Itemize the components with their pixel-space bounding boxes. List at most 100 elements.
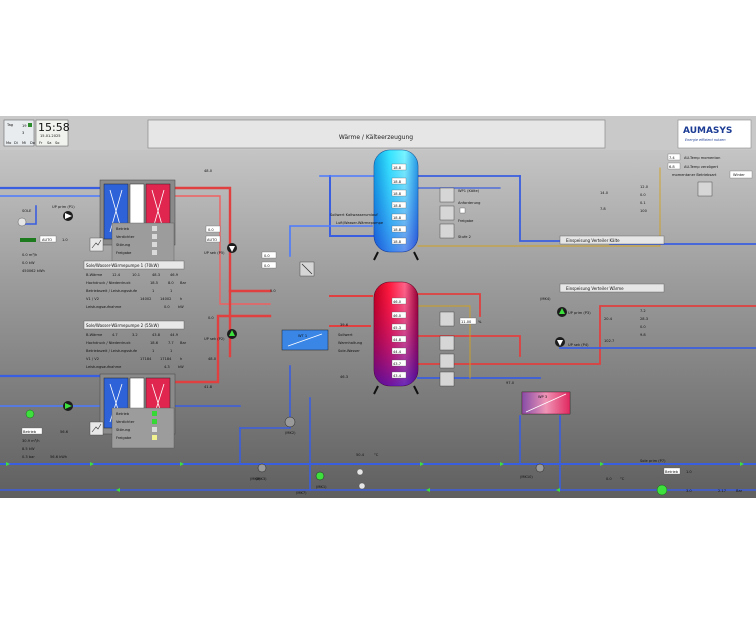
center-value: 0.0 xyxy=(264,264,270,268)
bottom-value: 50.4 xyxy=(356,453,365,457)
hp1-trend-button[interactable] xyxy=(89,237,104,252)
bottom-section: (MK10) 50.4 °C Sole prim (P7) Betrieb 1.… xyxy=(250,453,743,496)
mode-button[interactable] xyxy=(697,181,713,197)
right-section: 7.4 AU-Temp momentan 6.8 AU-Temp verzöge… xyxy=(506,153,753,415)
cold-tank[interactable] xyxy=(373,149,419,261)
checkbox-icon[interactable] xyxy=(459,207,466,214)
hot-temp: 45.3 xyxy=(393,326,401,330)
hp1-row-value: 14002 xyxy=(160,297,171,301)
hot-tank[interactable] xyxy=(373,281,419,395)
hp2-status-stoerung: Störung xyxy=(116,428,130,432)
pump-p1-label: UP prim (P1) xyxy=(52,205,75,209)
hot-tank-temps: 46.0 46.0 45.3 44.8 44.4 43.7 43.4 Sollw… xyxy=(338,283,665,387)
center-section: UP sek (P5) UP sek (P2) WT 1 (MK2) (MK3)… xyxy=(204,169,349,489)
hp1-title: Sole/Wasser-Wärmepumpe 1 (70kW) xyxy=(86,263,159,268)
center-value: 48.0 xyxy=(204,169,213,173)
cold-temp: 18.8 xyxy=(393,228,402,232)
energy-readout: 450062 kWh xyxy=(22,269,45,273)
flow-arrow-icon xyxy=(420,462,424,466)
mode-field[interactable] xyxy=(729,170,753,179)
hp1-row-label: V1 / V2 xyxy=(86,297,99,301)
weekday-strip: Mo Di Mi Do Fr Sa So xyxy=(6,141,59,145)
hot-control-button[interactable] xyxy=(439,335,455,351)
hp1-row-value: 0.0 xyxy=(164,305,170,309)
hx-diagonal xyxy=(287,333,323,347)
hp1-status-panel: Betrieb Verdichter Störung Freigabe xyxy=(89,222,175,264)
hp1-lamp-stoerung xyxy=(152,242,157,247)
hp2-status-panel: Betrieb Verdichter Störung Freigabe xyxy=(89,407,175,449)
logo-text: AUMASYS xyxy=(683,126,732,136)
weekday-label: Tag xyxy=(6,123,13,127)
bottom-value: 3.0 xyxy=(686,489,692,493)
cold-control-button[interactable] xyxy=(439,187,455,203)
right-readout: 7.8 xyxy=(600,207,606,211)
hot-side-unit: % xyxy=(478,320,482,324)
weather-value-2: 3 xyxy=(22,131,24,135)
pump-p2-icon[interactable] xyxy=(25,409,35,419)
hot-temp: 46.0 xyxy=(393,300,402,304)
center-value: 0.0 xyxy=(208,316,214,320)
cold-control-button[interactable] xyxy=(439,205,455,221)
clock-time: 15:58 xyxy=(38,121,70,134)
lower-readout: 8.5 kW xyxy=(22,447,35,451)
flow-arrow-icon xyxy=(740,462,744,466)
hp1-row-label: B-Wärme xyxy=(86,273,103,277)
valve-mk1[interactable] xyxy=(315,471,325,481)
hp2-trend-button[interactable] xyxy=(89,421,104,436)
hp2-status-verdichter: Verdichter xyxy=(116,420,135,424)
weekday-so: So xyxy=(55,141,59,145)
valve-icon[interactable] xyxy=(17,217,27,227)
hot-control-button[interactable] xyxy=(439,353,455,369)
hot-control-button[interactable] xyxy=(439,311,455,327)
hot-panel-title-box xyxy=(559,283,665,293)
heat-readout: 9.8 xyxy=(640,333,646,337)
bottom-betrieb: Betrieb xyxy=(665,470,679,474)
betrieb-value: 56.6 xyxy=(60,430,69,434)
valve-mk3[interactable] xyxy=(257,463,267,473)
hp2-row-value: 4.3 xyxy=(164,365,170,369)
sensor-icon xyxy=(356,468,364,476)
play-icon xyxy=(65,213,72,219)
hot-control-button[interactable] xyxy=(439,371,455,387)
hp2-row-unit: h xyxy=(180,357,182,361)
hp1-row-value: 10.1 xyxy=(132,273,140,277)
weather-indicator xyxy=(28,123,32,127)
bottom-value: 2.17 xyxy=(718,489,726,493)
hp2-row-value: 18.6 xyxy=(150,341,159,345)
cold-control-button[interactable] xyxy=(439,223,455,239)
mk2-label: (MK2) xyxy=(285,431,296,435)
pump-p3-label: UP prim (P3) xyxy=(568,311,591,315)
heat-pump-3[interactable]: WP 3 xyxy=(521,391,571,415)
hp2-status-betrieb: Betrieb xyxy=(116,412,130,416)
weekday-mi: Mi xyxy=(22,141,26,145)
heat-readout: 102.7 xyxy=(604,339,614,343)
flow-arrow-icon xyxy=(426,488,430,492)
auto-field[interactable] xyxy=(39,235,57,243)
hp2-row-label: Hochdruck / Niederdruck xyxy=(86,341,132,345)
hp1-row-label: Leistungsaufnahme xyxy=(86,305,122,309)
valve-mk10[interactable] xyxy=(535,463,545,473)
pump-p7-icon[interactable] xyxy=(656,484,668,496)
mk10-label: (MK10) xyxy=(520,475,533,479)
hp2-row-value: 4.7 xyxy=(112,333,118,337)
flow-arrows xyxy=(6,462,744,492)
hp1-row-unit: h xyxy=(180,297,182,301)
flow-arrow-icon xyxy=(556,488,560,492)
trend-icon xyxy=(91,423,102,433)
logo-tagline: Energie effizient nutzen xyxy=(685,138,726,142)
center-value-box xyxy=(205,225,221,233)
cold-right-label: Stufe 2 xyxy=(458,235,471,239)
weekday-do: Do xyxy=(30,141,35,145)
fan-icon xyxy=(301,263,313,275)
valve-mk2[interactable] xyxy=(284,416,296,428)
mode-label: momentaner Betriebsart xyxy=(672,173,717,177)
chevron-down-icon xyxy=(229,246,235,252)
hp1-row-unit: kW xyxy=(178,305,184,309)
bottom-value: 0.0 xyxy=(606,477,612,481)
center-auto-box[interactable] xyxy=(205,235,221,243)
weather-widget: Tag 19 3 xyxy=(3,119,35,147)
cold-panel-title: Einspeisung Verteiler Kälte xyxy=(566,238,620,243)
hp2-row-value: 7.7 xyxy=(168,341,174,345)
center-value: 41.8 xyxy=(204,385,213,389)
bottom-unit: Bar xyxy=(736,489,743,493)
